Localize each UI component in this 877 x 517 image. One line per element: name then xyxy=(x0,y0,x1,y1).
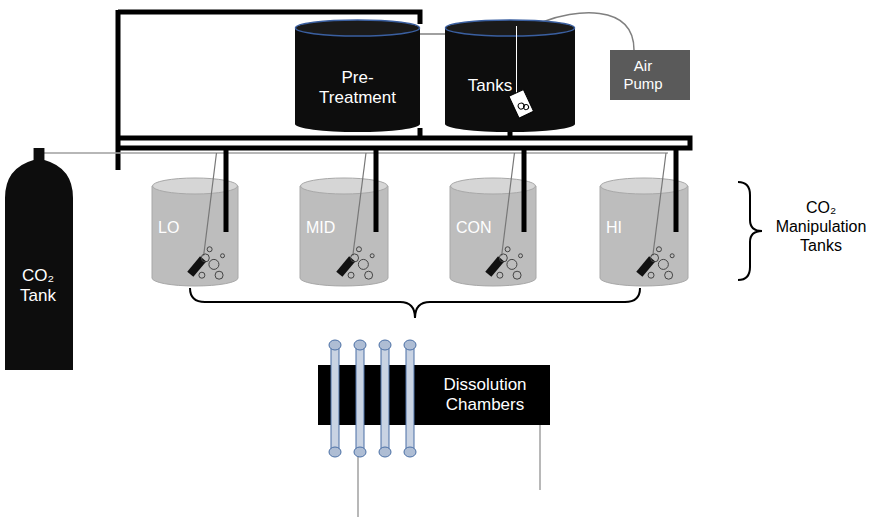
drain-line xyxy=(539,425,541,490)
node-label: HI xyxy=(606,218,650,237)
connector-line xyxy=(420,33,445,35)
co2-cylinder-outline xyxy=(5,148,73,370)
group-label: CO₂ Manipulation Tanks xyxy=(768,198,874,256)
dissolution-chamber: Dissolution Chambers xyxy=(318,365,550,425)
main-pipe xyxy=(418,128,423,138)
group-bracket xyxy=(190,288,640,318)
node-label: CO₂ Tank xyxy=(9,266,67,307)
pretreatment-tank: Pre-Treatment xyxy=(295,20,420,132)
co2-cylinder: CO₂ Tank xyxy=(5,148,73,370)
manipulation-tank: HI xyxy=(600,178,688,286)
main-pipe xyxy=(118,138,690,148)
node-label: CON xyxy=(456,218,500,237)
manipulation-tank: LO xyxy=(152,178,238,286)
node-label: LO xyxy=(158,218,202,237)
node-label: Tanks xyxy=(455,76,525,96)
node-label: Dissolution Chambers xyxy=(426,375,544,416)
co2-line xyxy=(40,150,668,153)
main-pipe xyxy=(118,146,674,151)
holding-tank: Tanks xyxy=(445,20,575,132)
node-label: Air Pump xyxy=(616,57,670,93)
node-label: Pre-Treatment xyxy=(310,68,405,109)
node-label: MID xyxy=(306,218,350,237)
manipulation-tank: MID xyxy=(300,178,388,286)
group-bracket xyxy=(738,182,762,280)
air-pump: Air Pump xyxy=(610,50,690,100)
manipulation-tank: CON xyxy=(450,178,536,286)
